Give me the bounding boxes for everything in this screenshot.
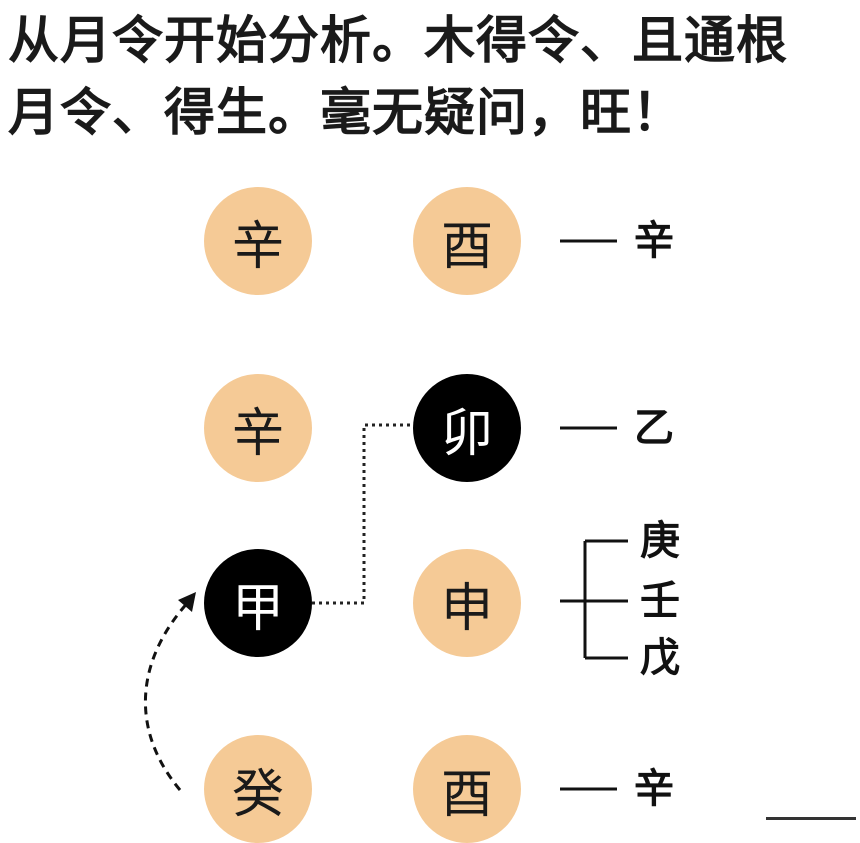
hour-hidden-stem: 辛 bbox=[634, 766, 674, 812]
month-branch-circle: 卯 bbox=[413, 374, 521, 482]
headline: 从月令开始分析。木得令、且通根 月令、得生。毫无疑问，旺！ bbox=[8, 6, 858, 150]
generation-arrow bbox=[144, 598, 192, 791]
day-hidden-stem-3: 戊 bbox=[640, 635, 680, 681]
hour-stem-circle: 癸 bbox=[204, 735, 312, 843]
day-branch: 申 bbox=[440, 578, 493, 639]
headline-line-2: 月令、得生。毫无疑问，旺！ bbox=[8, 84, 685, 143]
arrow-head-icon bbox=[178, 592, 196, 612]
day-stem-circle: 甲 bbox=[204, 549, 312, 657]
watermark-fragment bbox=[766, 811, 856, 825]
day-stem: 甲 bbox=[231, 578, 284, 639]
hour-branch: 酉 bbox=[440, 764, 493, 825]
month-branch: 卯 bbox=[440, 403, 493, 464]
month-hidden-stem: 乙 bbox=[634, 405, 674, 451]
day-hidden-stem-2: 壬 bbox=[640, 578, 680, 624]
year-branch-circle: 酉 bbox=[413, 187, 521, 295]
hour-branch-circle: 酉 bbox=[413, 735, 521, 843]
year-branch: 酉 bbox=[440, 216, 493, 277]
headline-line-1: 从月令开始分析。木得令、且通根 bbox=[8, 12, 789, 71]
year-stem-circle: 辛 bbox=[204, 187, 312, 295]
hour-stem: 癸 bbox=[231, 764, 284, 825]
root-connector bbox=[312, 423, 412, 605]
day-branch-circle: 申 bbox=[413, 549, 521, 657]
connector-lines bbox=[144, 239, 628, 791]
month-stem-circle: 辛 bbox=[204, 374, 312, 482]
day-hidden-stem-1: 庚 bbox=[640, 518, 680, 564]
year-stem: 辛 bbox=[231, 216, 284, 277]
year-hidden-stem: 辛 bbox=[634, 218, 674, 264]
month-stem: 辛 bbox=[231, 403, 284, 464]
